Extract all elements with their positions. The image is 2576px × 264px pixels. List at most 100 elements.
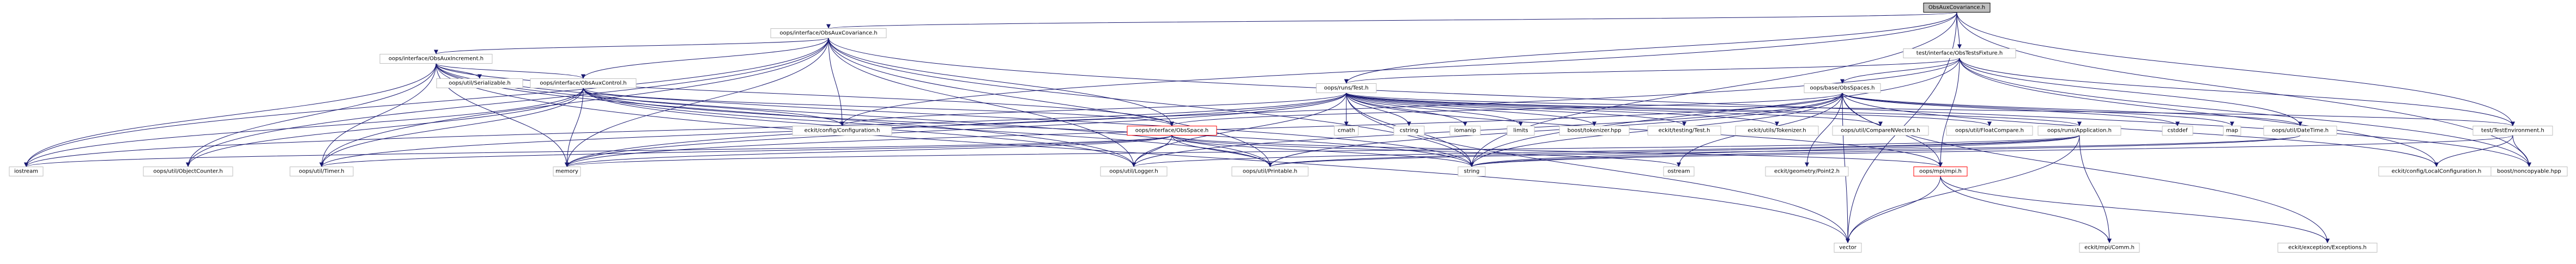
edge-oi-obsspace-to-ostream	[1171, 135, 1681, 167]
node-map[interactable]: map	[2223, 126, 2241, 136]
edge-oi-ctrl-to-oi-obsspace	[583, 88, 1174, 126]
node-box	[1834, 243, 1862, 253]
node-noncopy[interactable]: boost/noncopyable.hpp	[2490, 167, 2568, 176]
edge-root-to-testenv	[1956, 12, 2515, 126]
node-string[interactable]: string	[1458, 167, 1486, 176]
node-compareN[interactable]: oops/util/CompareNVectors.h	[1832, 126, 1929, 136]
node-box	[2037, 126, 2121, 136]
node-oi-obsspace[interactable]: oops/interface/ObsSpace.h	[1127, 126, 1217, 136]
edge-tif-to-testenv	[1959, 58, 2515, 126]
node-point2[interactable]: eckit/geometry/Point2.h	[1765, 167, 1849, 176]
edge-root-to-oi-cov	[827, 12, 1957, 29]
node-label: oops/interface/ObsAuxControl.h	[540, 81, 626, 87]
edge-app-to-logger	[1132, 135, 2080, 167]
edge-oi-cov-to-oi-obsspace	[828, 38, 1174, 126]
node-box	[289, 167, 354, 176]
node-eckit-conf[interactable]: eckit/config/Configuration.h	[792, 126, 892, 136]
node-tif[interactable]: test/interface/ObsTestsFixture.h	[1903, 48, 2016, 58]
node-box	[1458, 167, 1486, 176]
node-eckit-tok[interactable]: eckit/utils/Tokenizer.h	[1735, 126, 1819, 136]
edge-tif-to-memory	[565, 58, 1960, 167]
edge-oi-cov-to-string	[828, 38, 1474, 167]
edge-base-obsspaces-to-point2	[1805, 93, 1843, 167]
node-testenv[interactable]: test/TestEnvironment.h	[2472, 126, 2553, 136]
edge-base-obsspaces-to-datetime	[1842, 93, 2302, 126]
node-box	[2277, 243, 2378, 253]
node-oi-incr[interactable]: oops/interface/ObsAuxIncrement.h	[379, 54, 493, 64]
node-box	[1559, 126, 1630, 136]
node-box	[1507, 126, 1535, 136]
edge-oi-cov-to-oi-incr	[434, 38, 829, 54]
node-ostream[interactable]: ostream	[1663, 167, 1695, 176]
node-exceptions[interactable]: eckit/exception/Exceptions.h	[2277, 243, 2378, 253]
edge-runs-test-to-logger	[1132, 93, 1347, 167]
node-objcounter[interactable]: oops/util/ObjectCounter.h	[143, 167, 233, 176]
node-timer[interactable]: oops/util/Timer.h	[289, 167, 354, 176]
edge-root-to-eckit-conf	[840, 12, 1957, 126]
node-vector[interactable]: vector	[1834, 243, 1862, 253]
edge-base-obsspaces-to-localconf	[1842, 93, 2439, 167]
node-app[interactable]: oops/runs/Application.h	[2037, 126, 2121, 136]
edge-tif-to-localconf	[1959, 58, 2439, 167]
node-box	[530, 78, 637, 88]
node-box	[143, 167, 233, 176]
node-floatcmp[interactable]: oops/util/FloatCompare.h	[1946, 126, 2033, 136]
node-box	[2162, 126, 2193, 136]
edge-runs-test-to-compareN	[1346, 93, 1883, 126]
node-box	[1663, 167, 1695, 176]
node-box	[1449, 126, 1481, 136]
node-datetime[interactable]: oops/util/DateTime.h	[2263, 126, 2337, 136]
edge-mpi-to-exceptions	[1940, 176, 2330, 243]
node-label: cstddef	[2168, 128, 2188, 134]
edge-runs-test-to-eckit-conf	[840, 93, 1347, 126]
node-label: cmath	[1338, 128, 1355, 134]
node-logger[interactable]: oops/util/Logger.h	[1100, 167, 1168, 176]
edge-testenv-to-noncopy	[2512, 135, 2531, 167]
node-eckit-test[interactable]: eckit/testing/Test.h	[1647, 126, 1721, 136]
edge-tif-to-datetime	[1959, 58, 2302, 126]
node-label: oops/interface/ObsAuxIncrement.h	[389, 56, 483, 62]
node-limits[interactable]: limits	[1507, 126, 1535, 136]
node-label: oops/util/Serializable.h	[449, 81, 511, 87]
node-runs-test[interactable]: oops/runs/Test.h	[1316, 83, 1377, 93]
node-box	[1946, 126, 2033, 136]
edge-oi-ctrl-to-string	[583, 88, 1474, 167]
node-cstddef[interactable]: cstddef	[2162, 126, 2193, 136]
node-label: boost/tokenizer.hpp	[1568, 128, 1622, 134]
node-oi-ctrl[interactable]: oops/interface/ObsAuxControl.h	[530, 78, 637, 88]
node-iostream[interactable]: iostream	[9, 167, 44, 176]
node-layer: ObsAuxCovariance.h oops/interface/ObsAuxC…	[9, 3, 2568, 253]
edge-runs-test-to-cstring	[1346, 93, 1411, 126]
edge-tif-to-string	[1470, 58, 1960, 167]
node-label: oops/util/Printable.h	[1243, 169, 1297, 175]
node-memory[interactable]: memory	[553, 167, 581, 176]
edge-runs-test-to-floatcmp	[1346, 93, 1992, 126]
node-boost-tok[interactable]: boost/tokenizer.hpp	[1559, 126, 1630, 136]
node-comm[interactable]: eckit/mpi/Comm.h	[2079, 243, 2140, 253]
edge-mpi-to-comm	[1940, 176, 2112, 243]
node-printable[interactable]: oops/util/Printable.h	[1231, 167, 1309, 176]
edge-oi-obsspace-to-printable	[1171, 135, 1272, 167]
edge-oi-cov-to-printable	[828, 38, 1272, 167]
edge-oi-cov-to-noncopy	[828, 38, 2531, 167]
node-cstring[interactable]: cstring	[1393, 126, 1425, 136]
node-base-obsspaces[interactable]: oops/base/ObsSpaces.h	[1804, 83, 1881, 93]
node-localconf[interactable]: eckit/config/LocalConfiguration.h	[2378, 167, 2495, 176]
node-label: oops/util/CompareNVectors.h	[1841, 128, 1920, 134]
edge-oi-ctrl-to-objcounter	[186, 88, 584, 167]
edge-oi-cov-to-eckit-conf	[828, 38, 844, 126]
node-label: string	[1464, 169, 1480, 175]
node-box	[1393, 126, 1425, 136]
node-mpi[interactable]: oops/mpi/mpi.h	[1913, 167, 1968, 176]
node-iomanip[interactable]: iomanip	[1449, 126, 1481, 136]
edge-oi-ctrl-to-eckit-conf	[583, 88, 844, 126]
node-cmath[interactable]: cmath	[1334, 126, 1359, 136]
node-box	[2490, 167, 2568, 176]
node-serializable[interactable]: oops/util/Serializable.h	[436, 78, 523, 88]
node-label: test/TestEnvironment.h	[2481, 128, 2544, 134]
node-root[interactable]: ObsAuxCovariance.h	[1923, 3, 1991, 13]
node-oi-cov[interactable]: oops/interface/ObsAuxCovariance.h	[770, 28, 887, 38]
edge-tif-to-runs-test	[1344, 58, 1960, 84]
node-box	[1735, 126, 1819, 136]
node-label: eckit/testing/Test.h	[1659, 128, 1710, 134]
